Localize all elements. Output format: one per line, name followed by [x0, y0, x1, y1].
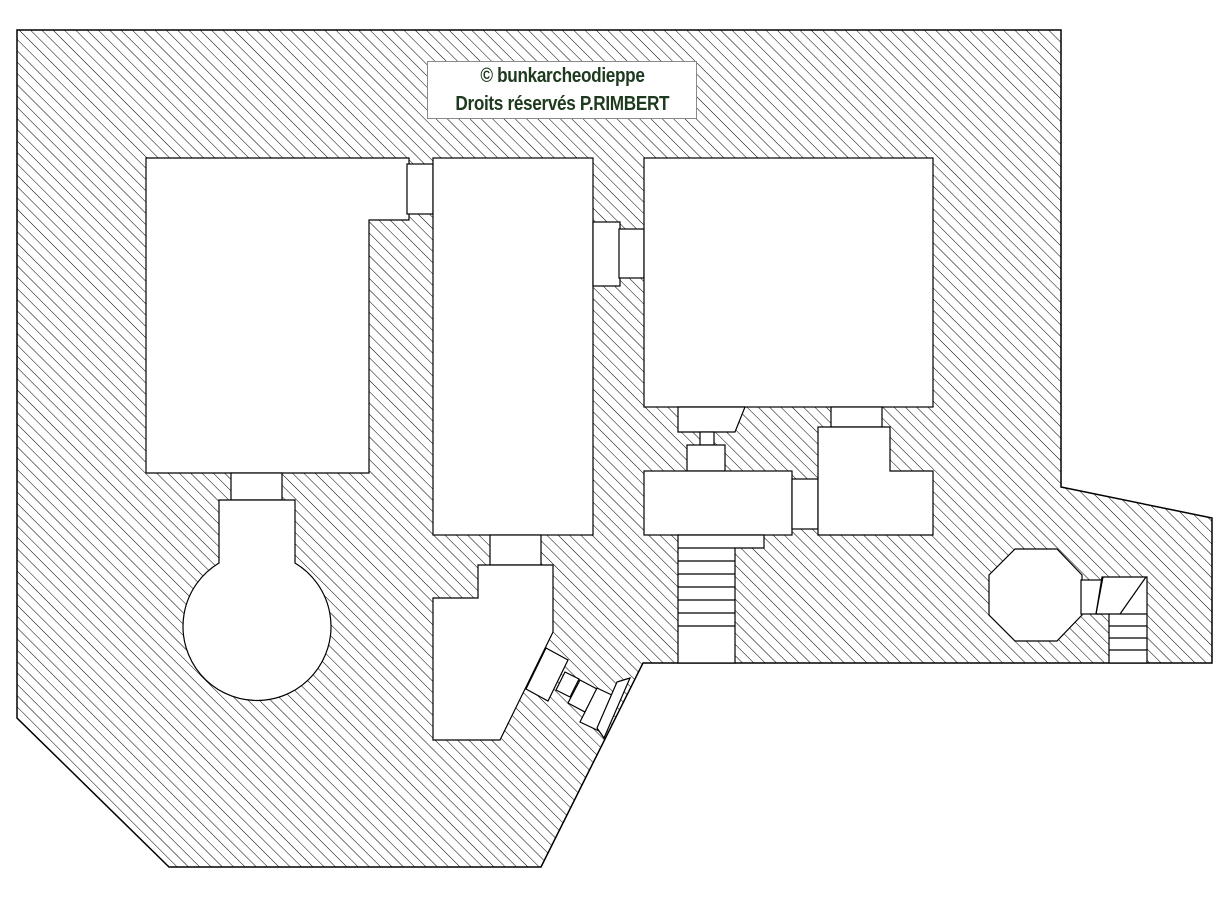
room-center — [432, 157, 594, 536]
passage-left-center — [406, 163, 434, 215]
room-lower-right — [817, 426, 934, 536]
round-chamber — [182, 499, 332, 702]
passage-center-right-a — [592, 221, 621, 287]
room-lower-middle — [643, 470, 793, 536]
exit-segment-5 — [596, 677, 632, 740]
room-left — [145, 157, 410, 474]
exit-segment-1 — [525, 647, 569, 702]
copyright-line-2: Droits réservés P.RIMBERT — [455, 93, 669, 115]
passage-lower-middle-right — [791, 478, 819, 530]
passage-center-right-b — [618, 228, 645, 279]
exit-segment-2 — [555, 671, 580, 698]
entrance-stair-treads — [1095, 576, 1147, 651]
copyright-box: © bunkarcheodieppe Droits réservés P.RIM… — [427, 61, 697, 119]
octagon-room — [988, 548, 1083, 642]
passage-right-lower-block — [686, 444, 726, 472]
room-right — [643, 157, 934, 408]
corridor-left-lower — [230, 472, 283, 501]
corridor-center-lower — [489, 534, 542, 566]
copyright-line-1: © bunkarcheodieppe — [479, 65, 645, 87]
passage-right-lower-left — [677, 406, 746, 433]
stair-treads — [678, 547, 735, 627]
angled-chamber — [432, 564, 554, 741]
passage-right-lower-right — [830, 406, 883, 428]
passage-right-lower-small — [699, 431, 715, 446]
